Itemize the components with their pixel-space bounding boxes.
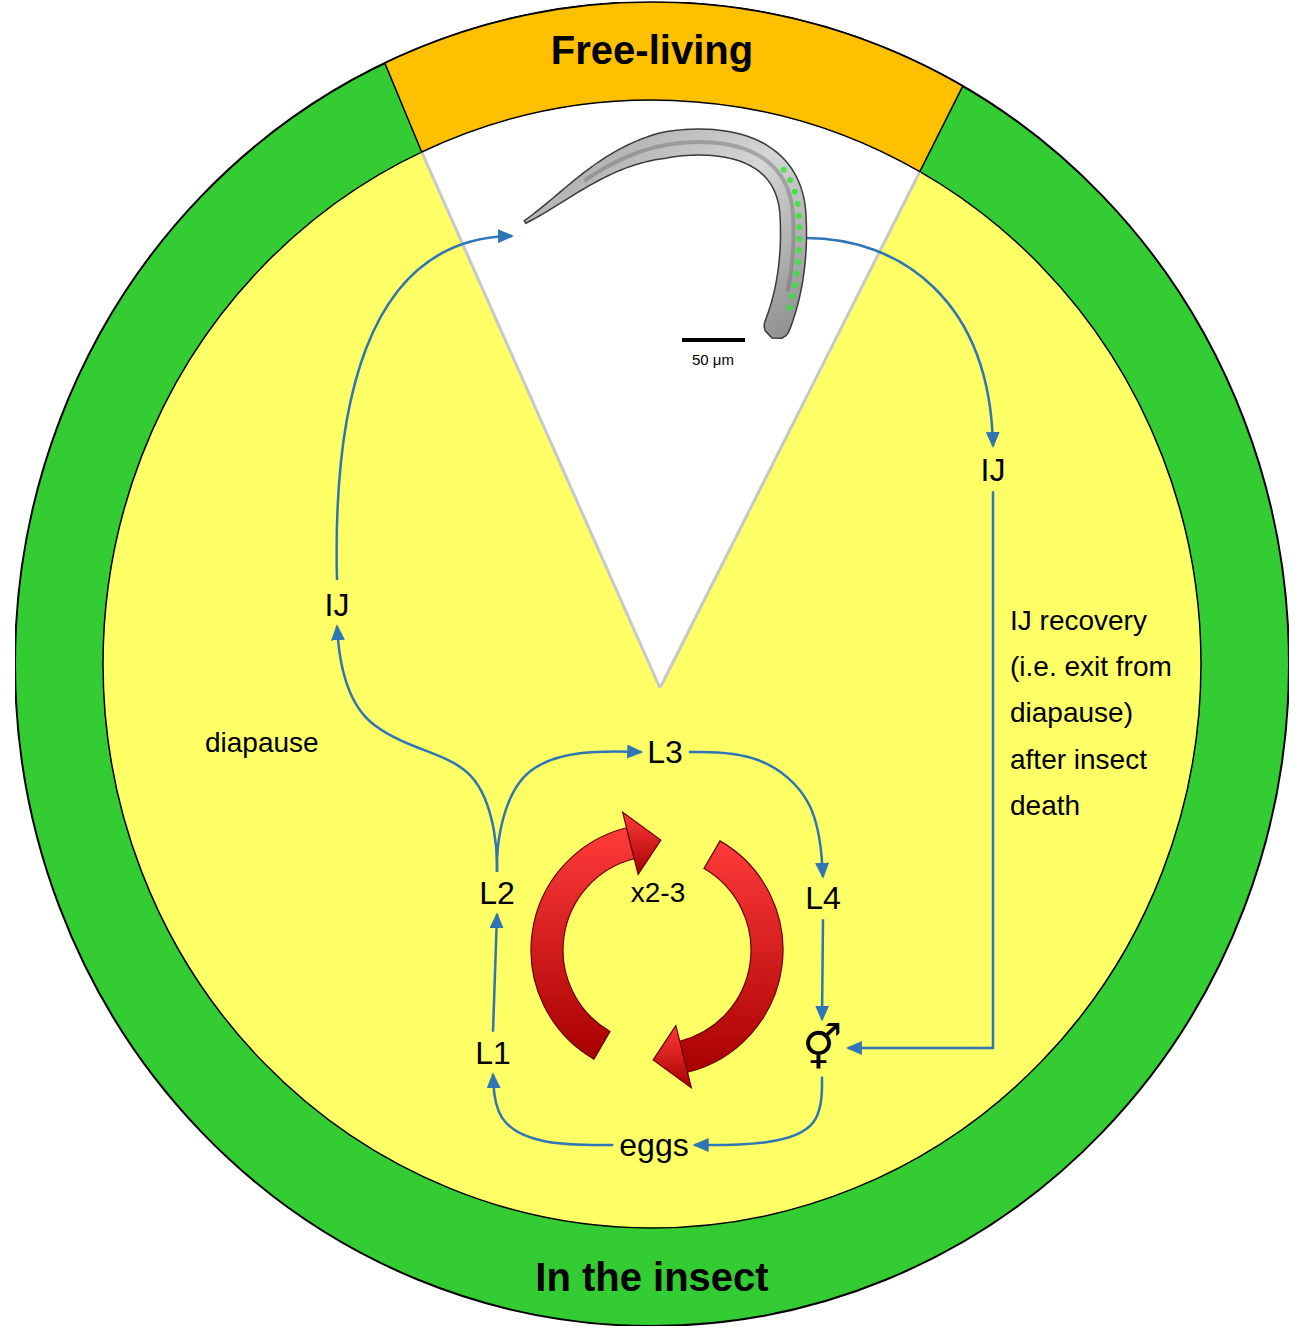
flow-arrow: [822, 919, 823, 1019]
gfp-spot: [794, 270, 800, 276]
flow-arrow: [493, 1074, 613, 1145]
region-title: In the insect: [15, 1253, 1289, 1301]
gfp-spot: [787, 177, 793, 183]
stage-label: L4: [799, 877, 847, 919]
cycle-arrow-shaft: [680, 841, 783, 1072]
worm-gut: [584, 142, 793, 291]
stage-label: IJ: [319, 584, 356, 626]
stage-text: L1: [475, 1034, 511, 1072]
stage-label: L2: [473, 872, 521, 914]
flow-arrow: [848, 491, 993, 1048]
wedge-edge: [422, 152, 660, 688]
cycle-arrow: [531, 828, 634, 1059]
flow-arrow: [493, 914, 497, 1032]
worm-body: [524, 129, 806, 338]
label-holder: x2-3: [631, 876, 685, 910]
region-title: Free-living: [380, 26, 924, 74]
gfp-spot: [792, 189, 798, 195]
band-shape: [380, 0, 970, 180]
stage-text: ⚥: [802, 1022, 842, 1075]
gfp-spot: [796, 247, 802, 253]
edge-label: diapause: [205, 726, 319, 760]
stage-text: L2: [479, 874, 515, 912]
gfp-spot: [795, 201, 801, 207]
gfp-spot: [795, 259, 801, 265]
flow-arrow: [497, 751, 641, 871]
gfp-spot: [786, 305, 792, 311]
gfp-spot: [796, 224, 802, 230]
stage-label: IJ: [975, 449, 1012, 491]
stage-text: L3: [647, 733, 683, 771]
green-ring: [15, 2, 1289, 1326]
edge-label-holder: diapause: [205, 726, 319, 760]
yellow-disk: [103, 100, 1201, 1228]
edge-label: IJ recovery (i.e. exit from diapause) af…: [1010, 598, 1182, 829]
free-living-wedge: [422, 100, 920, 688]
gfp-spot: [796, 213, 802, 219]
flow-arrow: [337, 236, 512, 580]
gfp-spot: [789, 293, 795, 299]
stage-text: L4: [805, 879, 841, 917]
flow-arrow: [689, 752, 823, 877]
flow-arrow: [337, 626, 497, 872]
edge-label-holder: IJ recovery (i.e. exit from diapause) af…: [1010, 598, 1182, 829]
sex-symbol: ⚥: [796, 1020, 848, 1077]
flow-arrow: [806, 238, 993, 446]
stage-label: L1: [469, 1032, 517, 1074]
stage-label: L3: [641, 731, 689, 773]
cycle-count: x2-3: [631, 876, 685, 910]
scale-bar: [682, 338, 745, 342]
cycle-arrow: [680, 841, 783, 1072]
stage-label: eggs: [613, 1124, 694, 1166]
gfp-spot: [796, 236, 802, 242]
gfp-spot: [792, 282, 798, 288]
stage-text: IJ: [325, 586, 350, 624]
cycle-arrow-head: [653, 1026, 691, 1088]
flow-arrow: [695, 1076, 822, 1145]
cycle-arrow-head: [623, 812, 661, 874]
region-band: Free-living: [380, 0, 970, 180]
gfp-spot: [781, 167, 787, 173]
label-holder: 50 μm: [692, 351, 734, 369]
stage-text: IJ: [981, 451, 1006, 489]
stage-text: eggs: [619, 1126, 688, 1164]
cycle-arrow-shaft: [531, 828, 634, 1059]
scale-label: 50 μm: [692, 351, 734, 369]
